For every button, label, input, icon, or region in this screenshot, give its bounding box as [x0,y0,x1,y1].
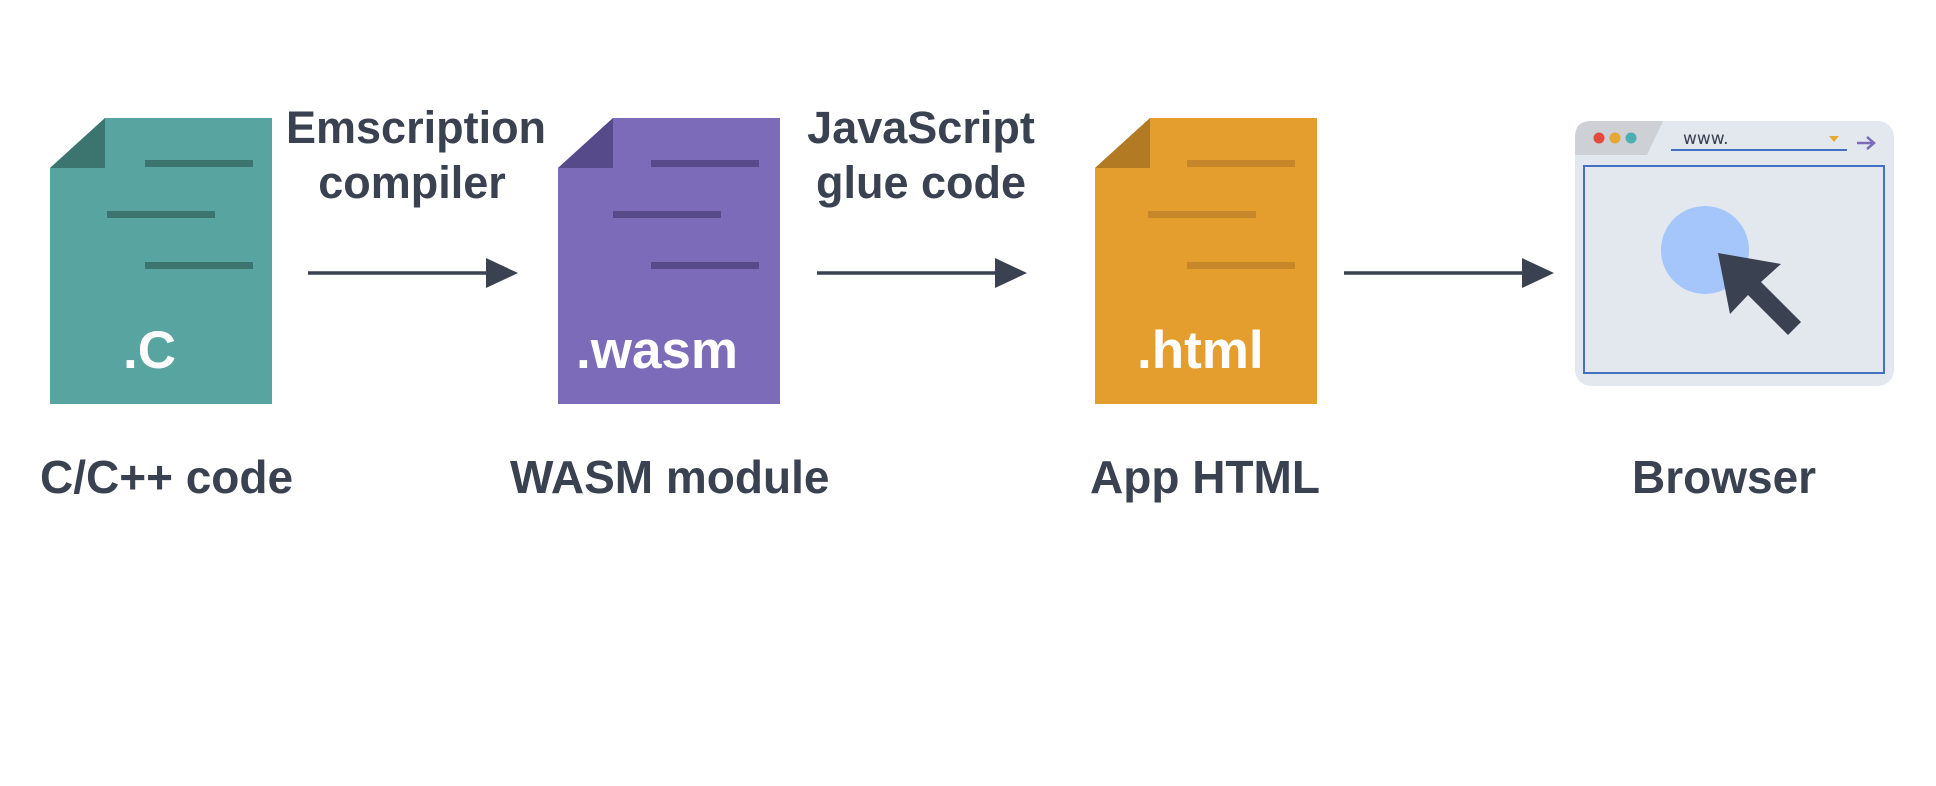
html-file-extension: .html [1137,321,1264,380]
go-arrow-icon [1857,136,1876,150]
wasm-file-shape [558,118,780,404]
step-label-line: compiler [318,157,506,208]
arrow-right-icon [1342,253,1554,293]
mouse-cursor-icon [1718,253,1801,335]
browser-window-icon: www. [1575,121,1894,386]
html-file-shape [1095,118,1317,404]
html-file-icon: .html [1095,118,1317,404]
label-app-html: App HTML [1090,451,1320,503]
window-dot-teal [1625,132,1637,144]
dropdown-triangle-icon [1829,136,1839,142]
url-text: www. [1683,129,1729,149]
c-file-extension: .C [123,321,176,380]
c-file-icon: .C [50,118,272,404]
step-label-line: Emscription [286,102,547,153]
label-browser: Browser [1632,451,1817,503]
window-dot-red [1593,132,1605,144]
label-c-code: C/C++ code [40,451,294,503]
wasm-file-icon: .wasm [558,118,780,404]
step-label-compiler: Emscription compiler [286,100,547,210]
label-wasm-module: WASM module [510,451,830,503]
arrow-right-icon [815,253,1027,293]
step-label-line: JavaScript [807,102,1035,153]
browser-window-shape [1575,121,1894,386]
window-dot-yellow [1609,132,1621,144]
wasm-file-extension: .wasm [576,321,739,380]
step-label-line: glue code [815,157,1027,208]
arrow-right-icon [306,253,518,293]
c-file-shape [50,118,272,404]
step-label-glue-code: JavaScript glue code [798,100,1044,210]
